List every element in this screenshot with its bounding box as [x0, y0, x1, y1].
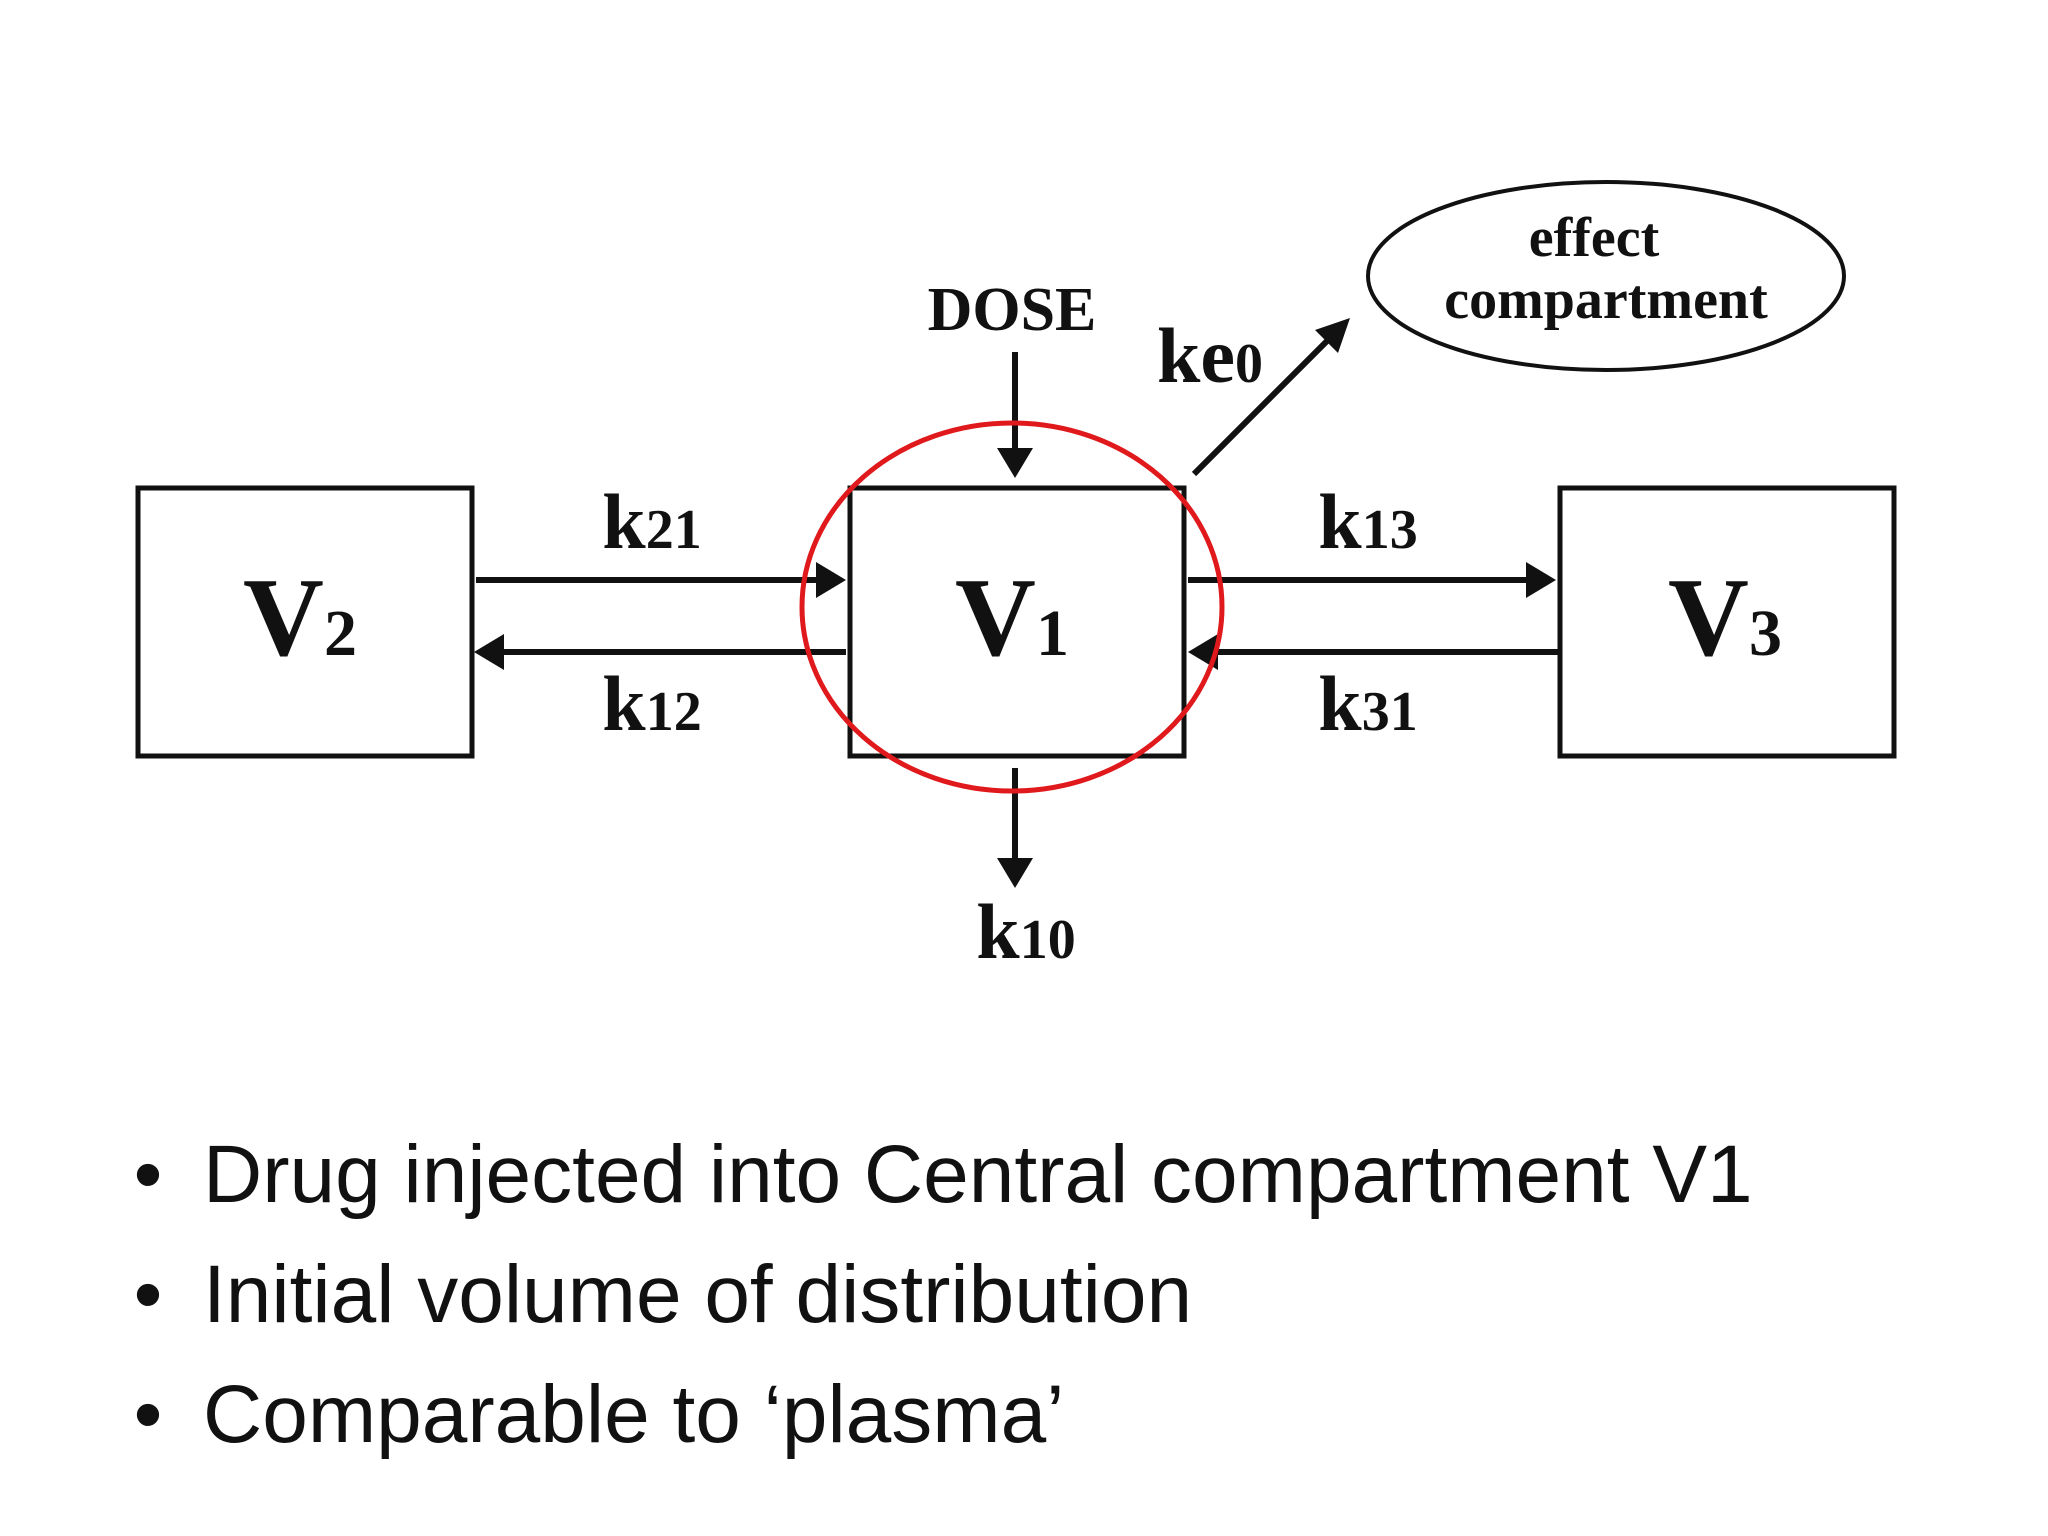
k13-label: k13	[1318, 478, 1417, 565]
v2-label: V2	[243, 556, 357, 680]
bullet-list: • Drug injected into Central compartment …	[118, 1115, 1998, 1475]
effect-compartment-line1: effect	[1529, 207, 1660, 269]
k12-arrowhead	[474, 634, 504, 670]
bullet-item: • Initial volume of distribution	[118, 1235, 1998, 1355]
bullet-text: Drug injected into Central compartment V…	[203, 1129, 1753, 1220]
v1-label: V1	[955, 556, 1069, 680]
v1-compartment-box	[847, 485, 1187, 759]
dose-label: DOSE	[928, 276, 1097, 344]
ke0-label: ke0	[1157, 312, 1263, 399]
k21-label: k21	[602, 478, 701, 565]
ke0-arrowhead	[1315, 318, 1350, 353]
k10-arrowhead	[997, 858, 1033, 888]
v1-highlight-circle	[799, 420, 1225, 794]
ke0-arrow-line	[1191, 335, 1333, 477]
bullet-text: Comparable to ‘plasma’	[203, 1369, 1065, 1460]
dose-arrowhead	[997, 448, 1033, 478]
pk-compartment-diagram: V2 V1 V3 k21 k12 k13 k31 DOSE k10 ke0 ef…	[135, 180, 1897, 975]
bullet-text: Initial volume of distribution	[203, 1249, 1193, 1340]
k13-arrowhead	[1526, 562, 1556, 598]
k21-arrowhead	[816, 562, 846, 598]
k12-label: k12	[602, 660, 701, 747]
bullet-dot: •	[133, 1249, 163, 1340]
k10-label: k10	[976, 888, 1075, 975]
bullet-item: • Drug injected into Central compartment …	[118, 1115, 1998, 1235]
v3-label: V3	[1668, 556, 1782, 680]
k31-label: k31	[1318, 660, 1417, 747]
bullet-dot: •	[133, 1129, 163, 1220]
bullet-item: • Comparable to ‘plasma’	[118, 1355, 1998, 1475]
effect-compartment-ellipse	[1366, 180, 1846, 372]
v3-compartment-box	[1557, 485, 1897, 759]
bullet-dot: •	[133, 1369, 163, 1460]
effect-compartment-line2: compartment	[1444, 269, 1768, 331]
v2-compartment-box	[135, 485, 475, 759]
